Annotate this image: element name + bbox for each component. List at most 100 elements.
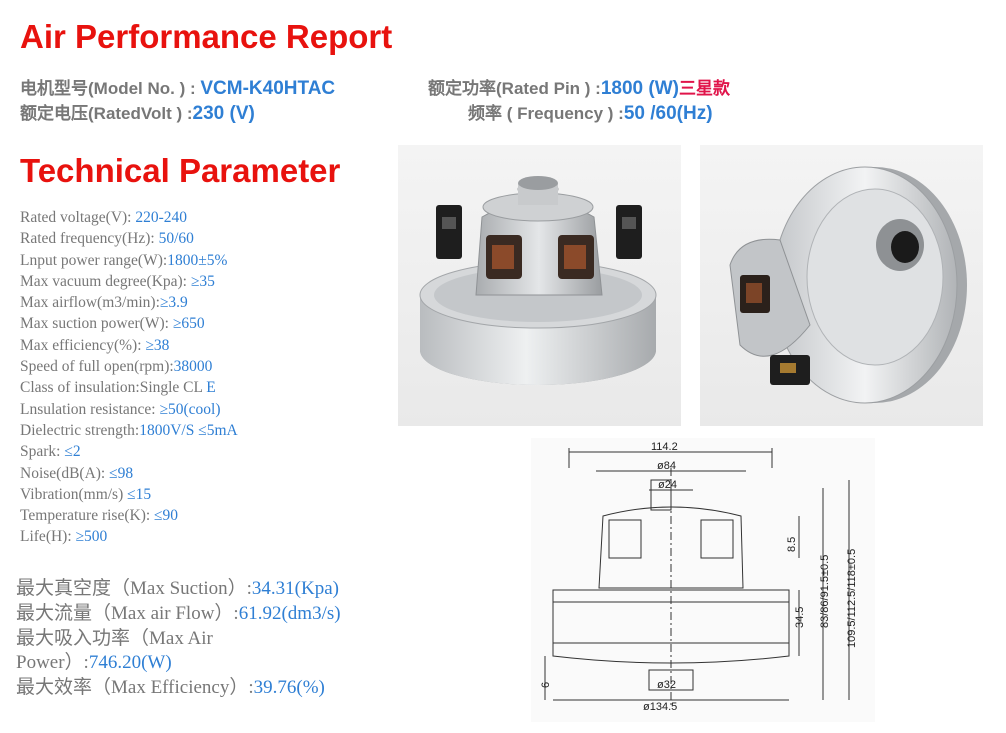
param-row: Vibration(mm/s) ≤15 — [20, 484, 238, 505]
param-label: Noise(dB(A): — [20, 464, 110, 482]
param-row: Max efficiency(%): ≥38 — [20, 335, 238, 356]
param-value: ≥500 — [75, 528, 108, 546]
dim-83-86: 83/86/91.5±0.5 — [819, 555, 831, 628]
rated-pin-label: 额定功率(Rated Pin ) : — [428, 79, 601, 98]
model-info: 电机型号(Model No. ) : VCM-K40HTAC — [20, 74, 335, 100]
max-power-label-1: 最大吸入功率（Max Air — [16, 627, 213, 649]
param-label: Max suction power(W): — [20, 315, 173, 333]
model-label: 电机型号(Model No. ) : — [20, 79, 201, 98]
param-row: Speed of full open(rpm):38000 — [20, 356, 238, 377]
rated-volt-value: 230 (V) — [192, 103, 255, 124]
param-value: ≥50(cool) — [159, 400, 221, 418]
results-block: 最大真空度（Max Suction）:34.31(Kpa) 最大流量（Max a… — [16, 577, 341, 701]
result-row: 最大流量（Max air Flow）:61.92(dm3/s) — [16, 602, 341, 627]
param-row: Temperature rise(K): ≤90 — [20, 505, 238, 526]
param-row: Lnput power range(W):1800±5% — [20, 250, 238, 271]
motor-photo-side — [700, 145, 983, 426]
dim-d134-5: ø134.5 — [643, 701, 677, 713]
max-power-value: 746.20(W) — [88, 652, 172, 674]
terminal-right-outline — [700, 519, 734, 559]
rated-pin-value: 1800 (W) — [600, 78, 679, 99]
param-value: 1800±5% — [167, 251, 228, 269]
model-value: VCM-K40HTAC — [200, 78, 336, 99]
param-value: 38000 — [173, 358, 213, 376]
dim-6: 6 — [540, 682, 552, 688]
param-row: Life(H): ≥500 — [20, 526, 238, 547]
param-row: Rated frequency(Hz): 50/60 — [20, 228, 238, 249]
result-row: Power）:746.20(W) — [16, 651, 341, 676]
motor-dome-outline — [598, 506, 744, 589]
param-value: ≥35 — [190, 272, 215, 290]
param-label: Spark: — [20, 443, 65, 461]
param-label: Rated voltage(V): — [20, 209, 136, 226]
param-row: Noise(dB(A): ≤98 — [20, 463, 238, 484]
motor-side-illustration — [729, 166, 967, 404]
param-label: Rated frequency(Hz): — [20, 230, 159, 248]
param-label: Lnput power range(W): — [20, 251, 168, 269]
motor-photo-front — [398, 145, 681, 426]
param-value: ≤15 — [127, 485, 152, 503]
param-label: Vibration(mm/s) — [20, 485, 128, 503]
param-label: Temperature rise(K): — [20, 507, 155, 525]
param-label: Dielectric strength: — [20, 421, 140, 439]
dim-d24: ø24 — [658, 479, 677, 491]
frequency-value: 50 /60(Hz) — [623, 103, 713, 124]
param-value: 220-240 — [135, 209, 188, 226]
param-row: Spark: ≤2 — [20, 441, 238, 462]
motor-front-illustration — [419, 176, 657, 385]
result-row: 最大效率（Max Efficiency）:39.76(%) — [16, 676, 341, 701]
max-eff-value: 39.76(%) — [253, 677, 325, 699]
param-label: Class of insulation:Single CL — [20, 379, 207, 397]
frequency-info: 频率 ( Frequency ) :50 /60(Hz) — [468, 99, 713, 125]
param-label: Max vacuum degree(Kpa): — [20, 272, 191, 290]
param-label: Life(H): — [20, 528, 76, 546]
param-row: Max airflow(m3/min):≥3.9 — [20, 292, 238, 313]
rated-volt-label: 额定电压(RatedVolt ) : — [20, 104, 193, 123]
max-power-label-2: Power）: — [16, 652, 89, 674]
terminal-left-outline — [608, 519, 642, 559]
param-row: Dielectric strength:1800V/S ≤5mA — [20, 420, 238, 441]
technical-drawing: 114.2 ø84 ø24 ø32 ø134.5 8.5 34.5 83/86/… — [531, 438, 875, 722]
param-row: Lnsulation resistance: ≥50(cool) — [20, 399, 238, 420]
fan-housing-outline — [552, 589, 790, 664]
page-title: Air Performance Report — [20, 18, 393, 55]
rated-volt-info: 额定电压(RatedVolt ) :230 (V) — [20, 99, 255, 125]
param-label: Max airflow(m3/min): — [20, 294, 160, 312]
dim-d84: ø84 — [657, 460, 676, 472]
max-flow-label: 最大流量（Max air Flow）: — [16, 602, 239, 624]
dim-overall-width: 114.2 — [651, 441, 678, 453]
param-label: Max efficiency(%): — [20, 336, 146, 354]
dim-34-5: 34.5 — [794, 607, 806, 628]
param-value: ≥3.9 — [159, 294, 188, 312]
param-label: Speed of full open(rpm): — [20, 358, 174, 376]
max-suction-value: 34.31(Kpa) — [251, 578, 339, 599]
rated-pin-info: 额定功率(Rated Pin ) :1800 (W)三星款 — [428, 74, 730, 100]
param-value: ≥38 — [145, 336, 170, 354]
result-row: 最大吸入功率（Max Air — [16, 627, 341, 652]
dimension-drawing: 114.2 ø84 ø24 ø32 ø134.5 8.5 34.5 83/86/… — [540, 441, 858, 713]
max-eff-label: 最大效率（Max Efficiency）: — [16, 677, 254, 699]
param-value: 1800V/S ≤5mA — [139, 421, 238, 439]
param-label: Lnsulation resistance: — [20, 400, 160, 418]
param-row: Max vacuum degree(Kpa): ≥35 — [20, 271, 238, 292]
dim-109-5: 109.5/112.5/118±0.5 — [846, 549, 858, 648]
param-row: Class of insulation:Single CL E — [20, 377, 238, 398]
param-value: ≤90 — [154, 507, 179, 525]
outlet-outline — [648, 669, 694, 691]
param-value: 50/60 — [158, 230, 194, 248]
max-suction-label: 最大真空度（Max Suction）: — [16, 578, 252, 599]
param-row: Max suction power(W): ≥650 — [20, 313, 238, 334]
frequency-label: 频率 ( Frequency ) : — [468, 104, 624, 123]
max-flow-value: 61.92(dm3/s) — [238, 602, 341, 624]
param-value: ≤98 — [109, 464, 134, 482]
param-value: ≥650 — [172, 315, 205, 333]
dim-8-5: 8.5 — [786, 537, 798, 552]
param-row: Rated voltage(V): 220-240 — [20, 207, 238, 228]
param-value: ≤2 — [64, 443, 81, 461]
param-value: E — [206, 379, 216, 397]
result-row: 最大真空度（Max Suction）:34.31(Kpa) — [16, 577, 341, 602]
dim-d32: ø32 — [657, 679, 676, 691]
rated-pin-note: 三星款 — [678, 79, 730, 98]
section-title: Technical Parameter — [20, 152, 341, 189]
